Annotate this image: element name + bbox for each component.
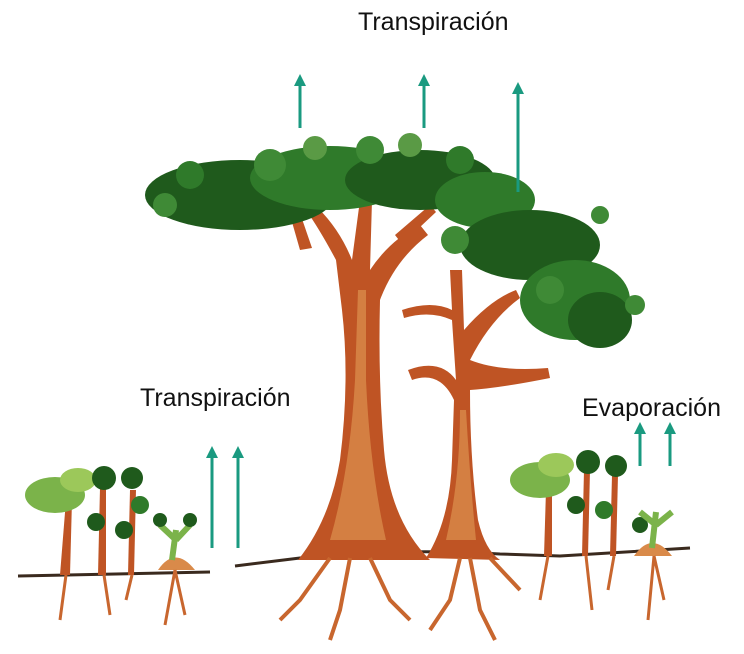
left-understory-plants bbox=[25, 466, 197, 625]
canopy-transpiration-label: Transpiración bbox=[358, 8, 509, 37]
large-tree-trunk bbox=[290, 200, 436, 560]
understory-transpiration-label: Transpiración bbox=[140, 384, 291, 413]
right-understory-plants bbox=[510, 450, 672, 620]
tree-roots bbox=[280, 558, 520, 640]
tree-canopy bbox=[145, 133, 645, 348]
evaporation-label: Evaporación bbox=[582, 394, 721, 423]
